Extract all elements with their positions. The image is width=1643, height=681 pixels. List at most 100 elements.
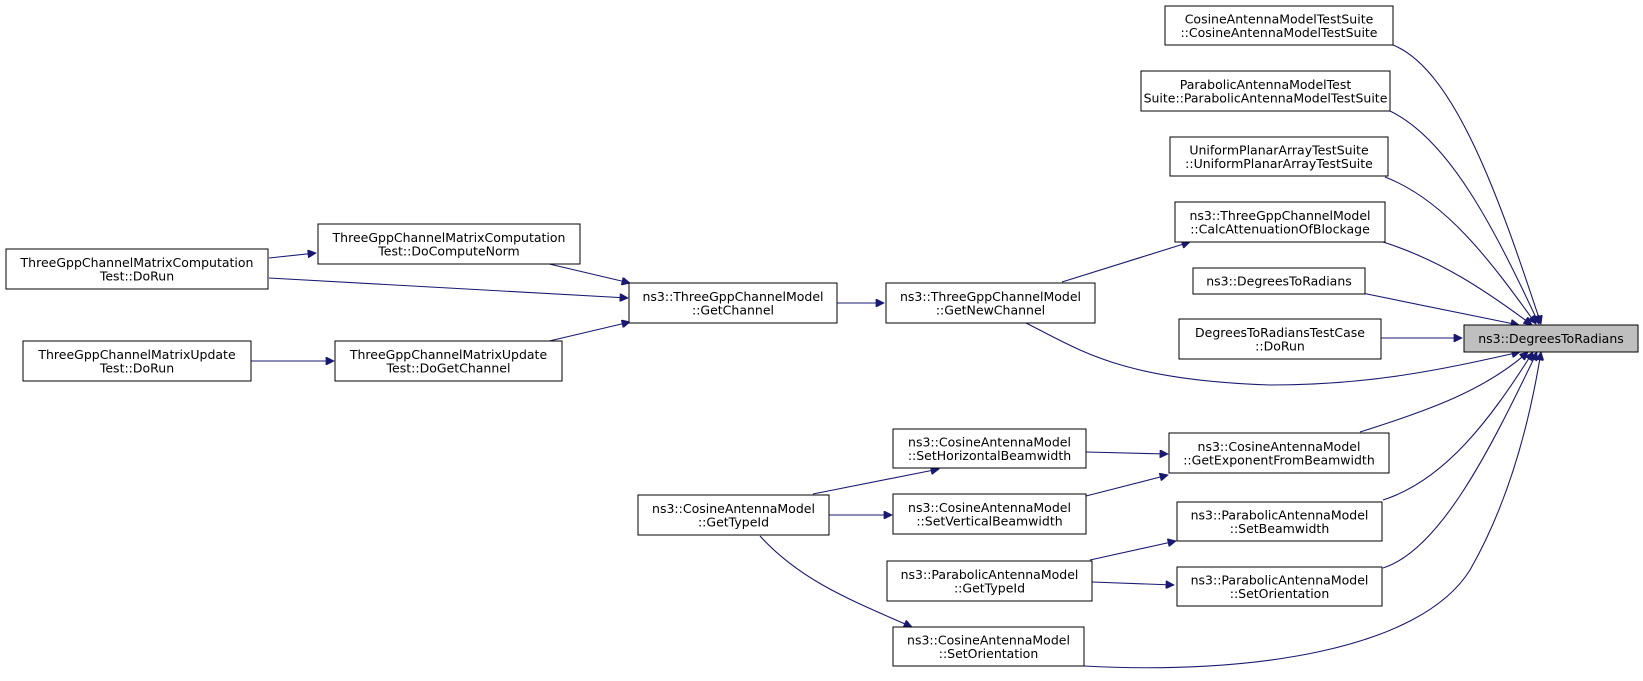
- node-par-typeid-line-2: ::GetTypeId: [954, 580, 1025, 595]
- edge-get-exponent-to-root: [1359, 352, 1528, 433]
- edge-computation-run-to-get-channel: [268, 277, 628, 298]
- node-get-exponent-line-1: ns3::CosineAntennaModel: [1198, 439, 1361, 454]
- edge-calc-blockage-to-root: [1382, 241, 1532, 325]
- node-cos-set-orient-line-2: ::SetOrientation: [939, 646, 1039, 661]
- node-upa-suite-line-2: ::UniformPlanarArrayTestSuite: [1185, 156, 1373, 171]
- node-calc-blockage-line-1: ns3::ThreeGppChannelModel: [1189, 208, 1370, 223]
- node-update-get-channel-line-2: Test::DoGetChannel: [386, 360, 511, 375]
- node-calc-blockage[interactable]: ns3::ThreeGppChannelModel::CalcAttenuati…: [1174, 201, 1386, 243]
- node-par-typeid-line-1: ns3::ParabolicAntennaModel: [901, 567, 1079, 582]
- nodes: ns3::DegreesToRadians CosineAntennaModel…: [5, 5, 1639, 667]
- node-cos-typeid-line-1: ns3::CosineAntennaModel: [652, 501, 815, 516]
- node-par-set-orient[interactable]: ns3::ParabolicAntennaModel::SetOrientati…: [1176, 566, 1383, 607]
- node-compute-norm-line-1: ThreeGppChannelMatrixComputation: [332, 230, 566, 245]
- node-update-get-channel-line-1: ThreeGppChannelMatrixUpdate: [349, 347, 548, 362]
- node-set-v-beam-line-2: ::SetVerticalBeamwidth: [916, 513, 1062, 528]
- node-par-set-orient-label: ns3::ParabolicAntennaModel::SetOrientati…: [1191, 572, 1369, 601]
- node-parabolic-suite-line-2: Suite::ParabolicAntennaModelTestSuite: [1144, 90, 1388, 105]
- node-get-new-channel-line-2: ::GetNewChannel: [936, 302, 1045, 317]
- edge-set-v-beam-to-get-exponent: [1085, 475, 1168, 497]
- edge-cos-typeid-to-cos-set-orient: [759, 535, 912, 627]
- node-get-exponent[interactable]: ns3::CosineAntennaModel::GetExponentFrom…: [1168, 432, 1390, 474]
- node-set-h-beam-line-2: ::SetHorizontalBeamwidth: [908, 448, 1071, 463]
- node-upa-suite-label: UniformPlanarArrayTestSuite::UniformPlan…: [1185, 142, 1373, 171]
- edge-update-get-channel-to-get-channel: [544, 322, 630, 343]
- node-upa-suite[interactable]: UniformPlanarArrayTestSuite::UniformPlan…: [1169, 136, 1389, 177]
- node-get-channel-line-1: ns3::ThreeGppChannelModel: [642, 289, 823, 304]
- node-get-new-channel-line-1: ns3::ThreeGppChannelModel: [900, 289, 1081, 304]
- node-get-channel[interactable]: ns3::ThreeGppChannelModel::GetChannel: [628, 282, 838, 324]
- edge-cos-set-orient-to-root: [1083, 352, 1541, 669]
- edges: [251, 44, 1541, 669]
- edge-upa-suite-to-root: [1384, 176, 1536, 324]
- node-cos-typeid[interactable]: ns3::CosineAntennaModel::GetTypeId: [637, 494, 830, 536]
- node-deg-test-run-line-2: ::DoRun: [1255, 338, 1305, 353]
- node-par-set-beam-line-1: ns3::ParabolicAntennaModel: [1191, 507, 1369, 522]
- edge-get-new-channel-to-calc-blockage: [1061, 242, 1190, 283]
- node-set-v-beam-line-1: ns3::CosineAntennaModel: [908, 500, 1071, 515]
- node-par-set-beam[interactable]: ns3::ParabolicAntennaModel::SetBeamwidth: [1176, 501, 1383, 542]
- edge-compute-norm-to-get-channel: [544, 262, 630, 283]
- node-cosine-suite-label: CosineAntennaModelTestSuite::CosineAnten…: [1180, 11, 1377, 40]
- node-set-v-beam[interactable]: ns3::CosineAntennaModel::SetVerticalBeam…: [892, 493, 1087, 535]
- node-upa-suite-line-1: UniformPlanarArrayTestSuite: [1189, 142, 1369, 157]
- node-cos-set-orient[interactable]: ns3::CosineAntennaModel::SetOrientation: [892, 626, 1085, 667]
- node-par-set-beam-label: ns3::ParabolicAntennaModel::SetBeamwidth: [1191, 507, 1369, 536]
- node-cos-typeid-label: ns3::CosineAntennaModel::GetTypeId: [652, 501, 815, 530]
- edge-par-set-beam-to-root: [1382, 352, 1533, 501]
- node-root[interactable]: ns3::DegreesToRadians: [1463, 324, 1639, 353]
- edge-par-typeid-to-par-set-orient: [1091, 582, 1174, 585]
- node-get-exponent-line-2: ::GetExponentFromBeamwidth: [1183, 452, 1375, 467]
- node-get-new-channel[interactable]: ns3::ThreeGppChannelModel::GetNewChannel: [885, 282, 1096, 324]
- node-set-h-beam[interactable]: ns3::CosineAntennaModel::SetHorizontalBe…: [892, 428, 1087, 469]
- node-set-v-beam-label: ns3::CosineAntennaModel::SetVerticalBeam…: [908, 500, 1071, 529]
- node-get-channel-line-2: ::GetChannel: [692, 302, 774, 317]
- node-deg-to-rad-2-label: ns3::DegreesToRadians: [1206, 274, 1352, 289]
- node-cos-typeid-line-2: ::GetTypeId: [698, 514, 769, 529]
- node-update-run-line-2: Test::DoRun: [99, 360, 174, 375]
- node-par-set-beam-line-2: ::SetBeamwidth: [1230, 521, 1330, 536]
- node-cosine-suite[interactable]: CosineAntennaModelTestSuite::CosineAnten…: [1164, 5, 1394, 46]
- node-update-run-line-1: ThreeGppChannelMatrixUpdate: [37, 347, 236, 362]
- edge-cos-typeid-to-set-h-beam: [812, 469, 939, 495]
- node-compute-norm-line-2: Test::DoComputeNorm: [377, 243, 519, 258]
- node-cos-set-orient-label: ns3::CosineAntennaModel::SetOrientation: [907, 632, 1070, 661]
- node-get-exponent-label: ns3::CosineAntennaModel::GetExponentFrom…: [1183, 439, 1375, 468]
- node-set-h-beam-line-1: ns3::CosineAntennaModel: [908, 434, 1071, 449]
- node-par-set-orient-line-2: ::SetOrientation: [1230, 586, 1330, 601]
- node-par-typeid[interactable]: ns3::ParabolicAntennaModel::GetTypeId: [886, 560, 1093, 602]
- edge-par-set-orient-to-root: [1382, 352, 1537, 569]
- node-cosine-suite-line-1: CosineAntennaModelTestSuite: [1185, 11, 1374, 26]
- node-get-new-channel-label: ns3::ThreeGppChannelModel::GetNewChannel: [900, 289, 1081, 318]
- edge-set-h-beam-to-get-exponent: [1085, 452, 1168, 454]
- node-computation-run-line-1: ThreeGppChannelMatrixComputation: [20, 255, 254, 270]
- node-cos-set-orient-line-1: ns3::CosineAntennaModel: [907, 632, 1070, 647]
- node-computation-run-line-2: Test::DoRun: [99, 268, 174, 283]
- edge-deg-to-rad-2-to-root: [1361, 292, 1519, 325]
- node-deg-to-rad-2[interactable]: ns3::DegreesToRadians: [1192, 267, 1366, 295]
- node-root-label: ns3::DegreesToRadians: [1478, 331, 1624, 346]
- node-set-h-beam-label: ns3::CosineAntennaModel::SetHorizontalBe…: [908, 434, 1071, 463]
- node-par-set-orient-line-1: ns3::ParabolicAntennaModel: [1191, 572, 1369, 587]
- edge-cosine-suite-to-root: [1392, 44, 1541, 324]
- node-deg-test-run-label: DegreesToRadiansTestCase::DoRun: [1195, 325, 1365, 354]
- node-calc-blockage-label: ns3::ThreeGppChannelModel::CalcAttenuati…: [1189, 208, 1370, 237]
- edge-parabolic-suite-to-root: [1389, 110, 1539, 324]
- node-parabolic-suite-line-1: ParabolicAntennaModelTest: [1180, 77, 1352, 92]
- edge-computation-run-to-compute-norm: [268, 253, 316, 259]
- node-deg-test-run[interactable]: DegreesToRadiansTestCase::DoRun: [1178, 318, 1382, 360]
- edge-get-new-channel-to-root: [1023, 321, 1520, 386]
- node-par-typeid-label: ns3::ParabolicAntennaModel::GetTypeId: [901, 567, 1079, 596]
- node-deg-test-run-line-1: DegreesToRadiansTestCase: [1195, 325, 1365, 340]
